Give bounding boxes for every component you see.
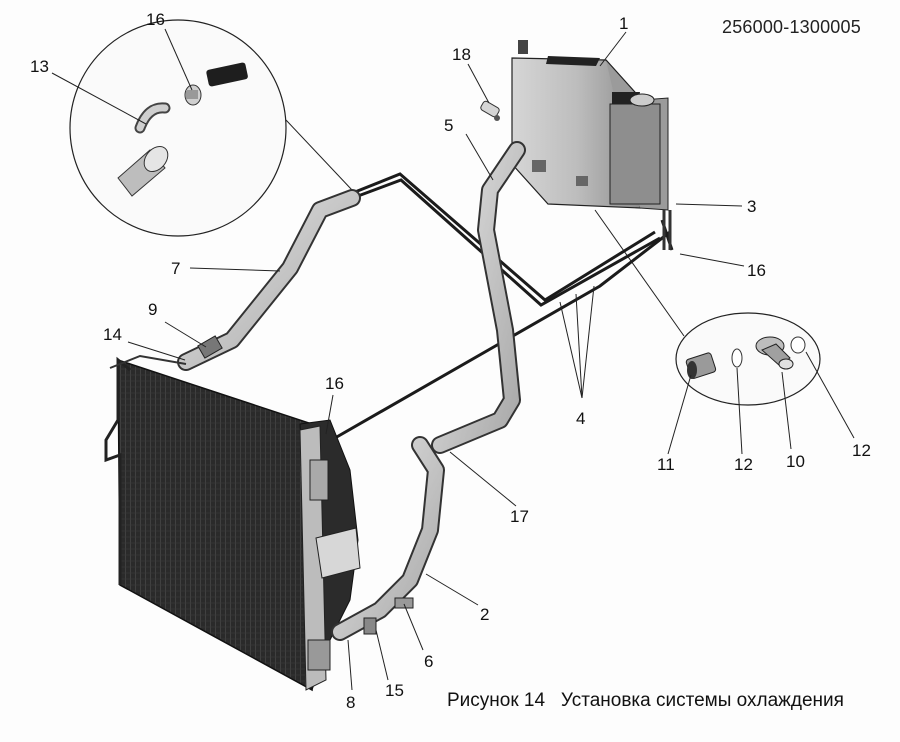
pipe-part-5 [431,141,526,454]
callout-16-mid: 16 [325,374,344,393]
callout-14: 14 [103,325,122,344]
detail-circle-top [69,19,353,237]
callout-9: 9 [148,300,157,319]
sensor-part-18 [480,100,500,121]
figure-caption: Рисунок 14 Установка системы охлаждения [447,690,844,711]
callout-12-right: 12 [852,441,871,460]
callout-10: 10 [786,452,805,471]
callout-5: 5 [444,116,453,135]
callout-labels: 1 3 16 18 5 4 13 16 7 9 14 16 17 2 6 15 … [30,10,871,712]
clamp-part-16 [184,84,202,106]
pipe-part-7 [177,189,361,371]
callout-6: 6 [424,652,433,671]
steam-tubes-4 [327,172,674,444]
gasket-part-12-left [731,348,743,368]
leader-lines [51,28,855,691]
elbow-part-13 [134,102,171,134]
pipe-end-part [117,145,169,197]
callout-13: 13 [30,57,49,76]
callout-3: 3 [747,197,756,216]
callout-11: 11 [657,455,675,474]
callout-1: 1 [619,14,628,33]
callout-17: 17 [510,507,529,526]
callout-8: 8 [346,693,355,712]
document-number: 256000-1300005 [722,17,861,37]
callout-12-left: 12 [734,455,753,474]
fitting-part-11 [685,352,717,379]
callout-15: 15 [385,681,404,700]
radiator [104,354,361,692]
expansion-tank-1 [511,40,672,250]
gasket-part-12-right [790,336,806,354]
callout-16-top: 16 [146,10,165,29]
fitting-part-10 [755,336,794,370]
pipe-part-2 [331,436,445,641]
callout-4: 4 [576,409,585,428]
callout-16-right: 16 [747,261,766,280]
callout-2: 2 [480,605,489,624]
callout-7: 7 [171,259,180,278]
callout-18: 18 [452,45,471,64]
detail-circle-right [594,209,821,406]
